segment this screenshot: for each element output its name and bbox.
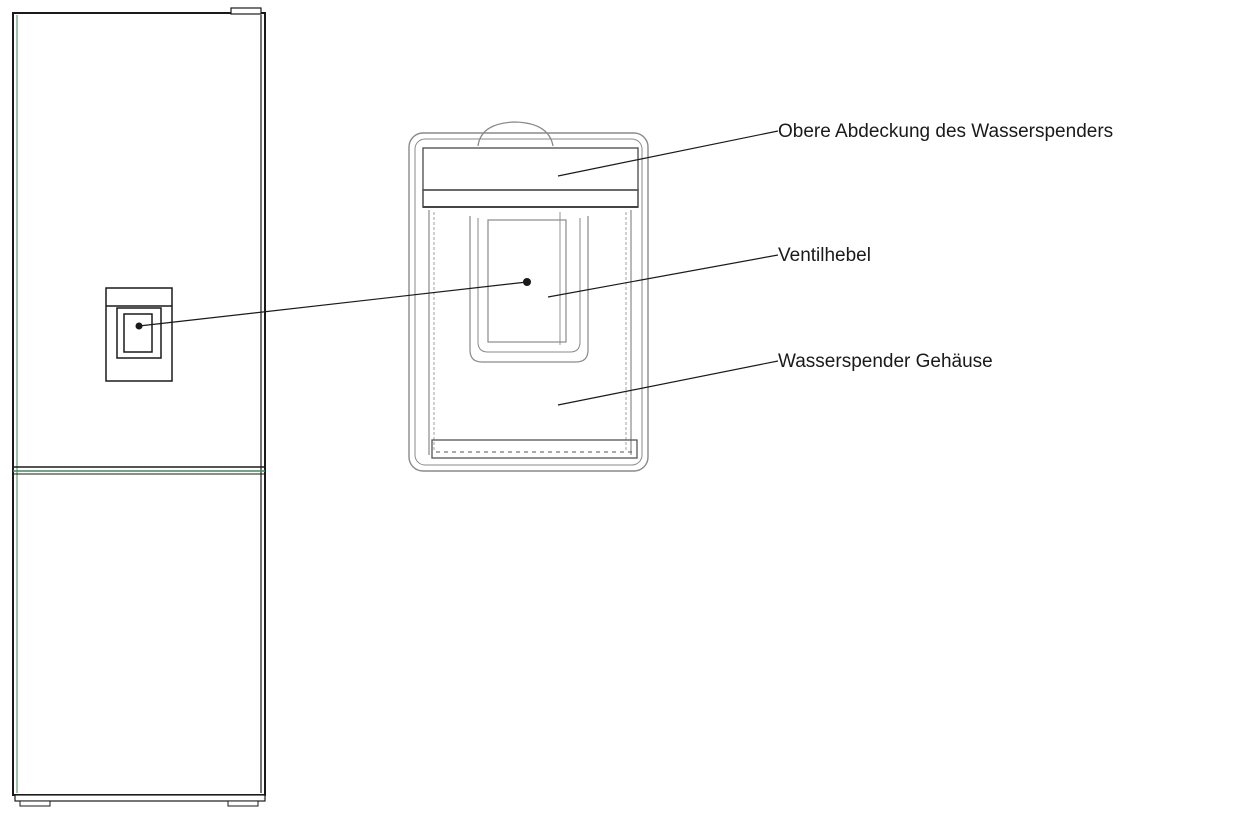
dispenser-top-knob bbox=[477, 121, 554, 147]
valve-lever-inner bbox=[487, 219, 567, 343]
leader-door-to-lever bbox=[138, 281, 528, 327]
dispenser-cover-strip bbox=[422, 189, 639, 208]
dispenser-outer-frame-inner bbox=[414, 138, 643, 466]
leader-lines bbox=[138, 130, 779, 406]
callout-housing: Wasserspender Gehäuse bbox=[778, 351, 993, 372]
valve-lever-outer bbox=[469, 216, 589, 363]
right-foot bbox=[227, 800, 259, 807]
drip-tray bbox=[431, 439, 638, 459]
door-dispenser-lever bbox=[123, 313, 153, 353]
callout-top-cover: Obere Abdeckung des Wasserspenders bbox=[778, 121, 1114, 142]
leader-housing bbox=[557, 360, 779, 406]
door-dispenser bbox=[105, 287, 173, 382]
dispenser-top-cover bbox=[422, 147, 639, 191]
leader-top-cover bbox=[557, 130, 779, 177]
callout-valve-lever: Ventilhebel bbox=[778, 245, 871, 266]
dispenser-outer-frame bbox=[408, 132, 649, 472]
valve-lever-mid bbox=[477, 218, 581, 353]
dispenser-enlarged bbox=[408, 121, 649, 472]
top-hinge bbox=[230, 7, 262, 15]
refrigerator bbox=[12, 7, 266, 807]
left-foot bbox=[19, 800, 51, 807]
fridge-body bbox=[12, 12, 266, 796]
fridge-base bbox=[14, 794, 266, 802]
leader-valve-lever bbox=[547, 254, 779, 298]
